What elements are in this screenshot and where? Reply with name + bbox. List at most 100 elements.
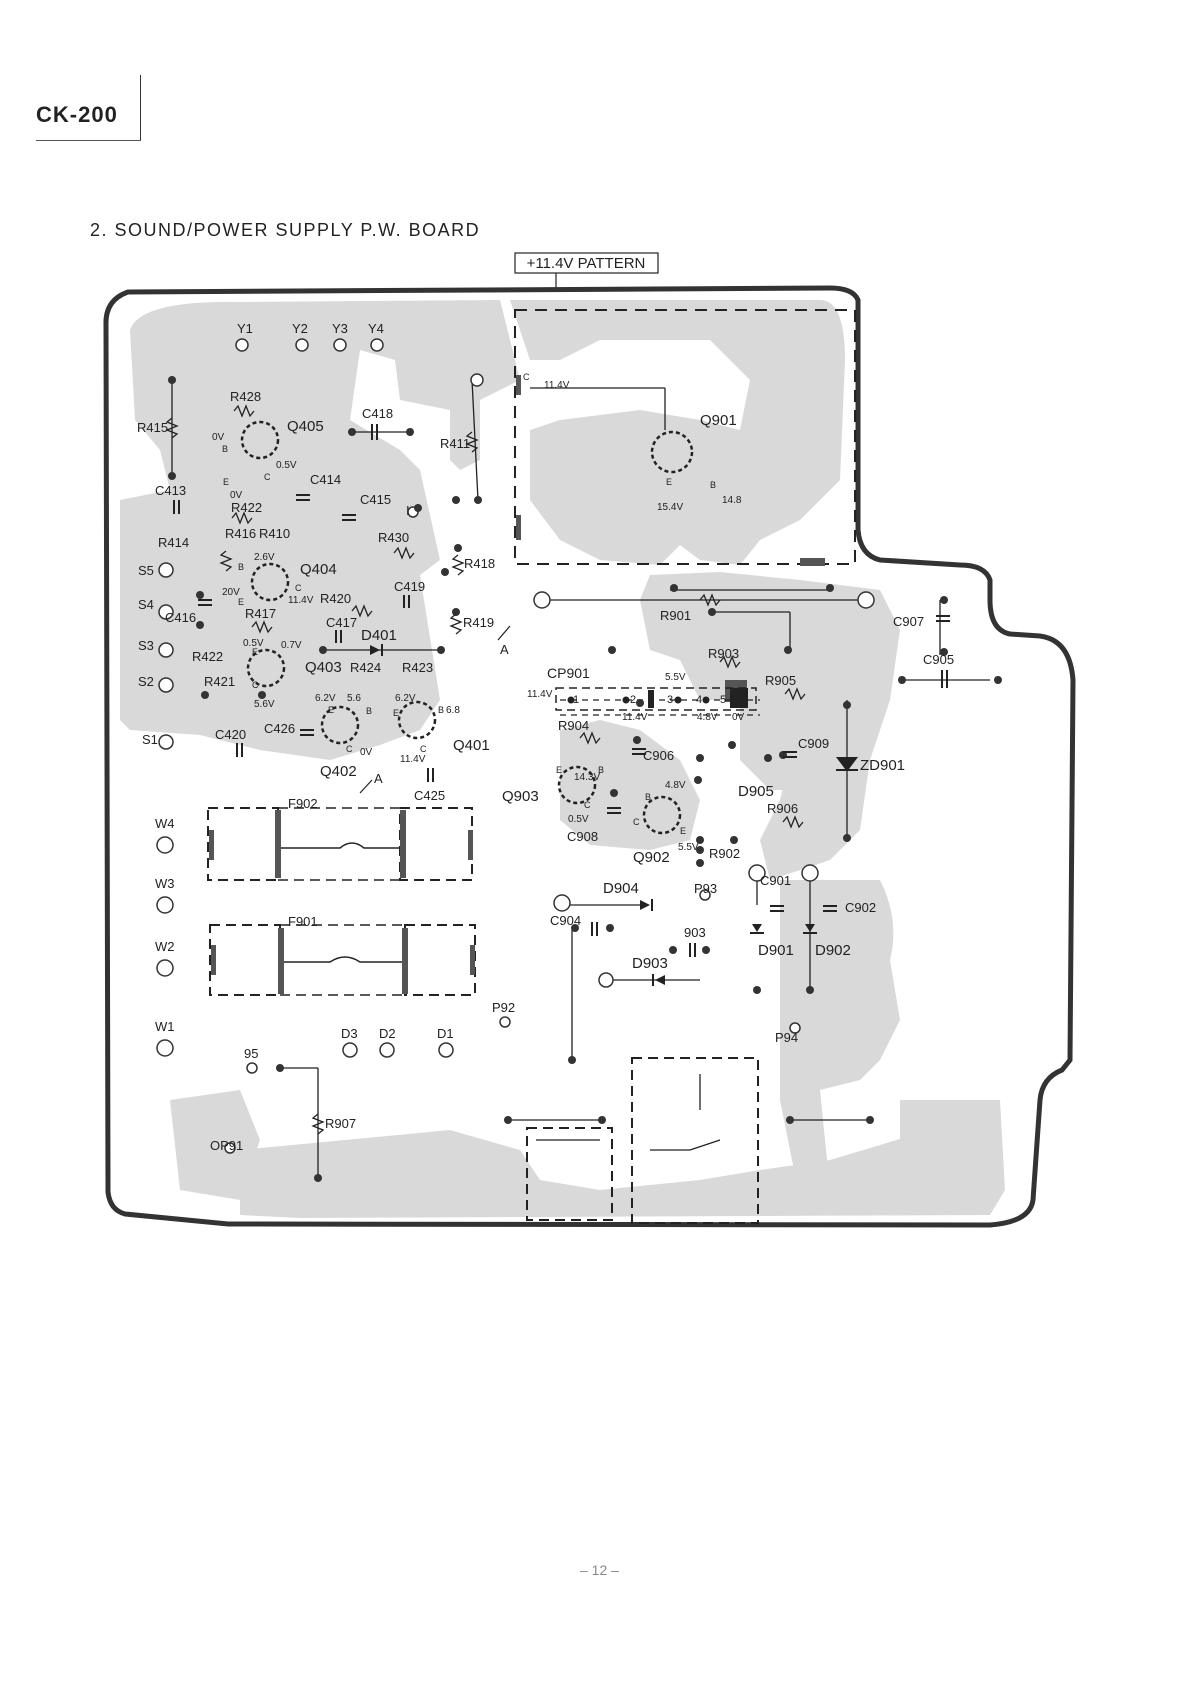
pad-y1: Y1 [237,321,253,336]
pad-w1: W1 [155,1019,175,1034]
c413-label: C413 [155,483,186,498]
pad-p92: P92 [492,1000,515,1015]
svg-text:4.8V: 4.8V [697,712,718,723]
svg-text:0.7V: 0.7V [281,640,302,651]
r411-label: R411 [440,436,470,451]
pad-d3: D3 [341,1026,358,1041]
c420-label: C420 [215,727,246,742]
svg-text:C: C [295,583,302,593]
svg-text:0.5V: 0.5V [568,814,589,825]
svg-text:E: E [556,765,562,775]
pad-p91: OP91 [210,1138,243,1153]
svg-text:5.6: 5.6 [347,693,361,704]
d401-label: D401 [361,627,397,644]
svg-text:E: E [223,477,229,487]
q903-label: Q903 [502,788,539,805]
r422b-label: R422 [192,649,223,664]
q402-label: Q402 [320,763,357,780]
r905-label: R905 [765,673,796,688]
c414-label: C414 [310,472,341,487]
svg-text:0V: 0V [212,432,225,443]
r904-label: R904 [558,718,589,733]
r421-label: R421 [204,674,235,689]
svg-text:E: E [666,477,672,487]
c907-label: C907 [893,614,924,629]
r414-label: R414 [158,535,189,550]
svg-text:C: C [346,744,353,754]
r424-label: R424 [350,660,381,675]
svg-text:2.6V: 2.6V [254,552,275,563]
d901-label: D901 [758,942,794,959]
r415-label: R415 [137,420,168,435]
svg-text:4.8V: 4.8V [665,780,686,791]
r903-label: R903 [708,646,739,661]
c908-label: C908 [567,829,598,844]
c416-label: C416 [165,610,196,625]
svg-text:E: E [680,826,686,836]
pad-s3: S3 [138,638,154,653]
r428-label: R428 [230,389,261,404]
r422a-label: R422 [231,500,262,515]
svg-text:2: 2 [630,694,636,706]
svg-text:11.4V: 11.4V [622,712,648,723]
q901-label: Q901 [700,412,737,429]
pad-y4: Y4 [368,321,384,336]
svg-text:5.6V: 5.6V [254,699,275,710]
model-number: CK-200 [36,102,118,127]
d904-label: D904 [603,880,639,897]
svg-text:5.5V: 5.5V [665,672,686,683]
svg-text:E: E [238,597,244,607]
svg-text:15.4V: 15.4V [657,502,683,513]
zd901-label: ZD901 [860,757,905,774]
svg-text:C: C [523,372,530,382]
pad-d2: D2 [379,1026,396,1041]
r430-label: R430 [378,530,409,545]
c902-label: C902 [845,900,876,915]
svg-text:E: E [252,647,258,657]
svg-text:11.4V: 11.4V [527,689,553,700]
pad-p95: 95 [244,1046,258,1061]
c425-label: C425 [414,788,445,803]
pad-y3: Y3 [332,321,348,336]
f901-label: F901 [288,914,318,929]
svg-text:B: B [598,765,604,775]
svg-text:6.2V: 6.2V [395,693,416,704]
pattern-label-box [514,252,659,274]
c417-label: C417 [326,615,357,630]
svg-text:C: C [264,472,271,482]
svg-text:E: E [328,705,334,715]
r907-label: R907 [325,1116,356,1131]
svg-text:0V: 0V [230,490,243,501]
svg-text:B: B [366,706,372,716]
r416-label: R416 [225,526,256,541]
svg-text:6.8: 6.8 [446,705,460,716]
c905-label: C905 [923,652,954,667]
svg-text:11.4V: 11.4V [288,595,314,606]
c909-label: C909 [798,736,829,751]
cp901-pins: 1 2 3 4 5 [573,694,726,706]
marker-a-2: A [374,771,383,786]
c903-label: 903 [684,925,706,940]
svg-text:14.3V: 14.3V [574,772,600,783]
pad-s2: S2 [138,674,154,689]
svg-text:0.5V: 0.5V [243,638,264,649]
svg-text:B: B [438,705,444,715]
q403-label: Q403 [305,659,342,676]
svg-text:5: 5 [720,694,726,706]
r418-label: R418 [464,556,495,571]
svg-text:0V: 0V [732,712,745,723]
pad-d1: D1 [437,1026,454,1041]
svg-text:20V: 20V [222,587,240,598]
svg-text:6.2V: 6.2V [315,693,336,704]
page-number: – 12 – [580,1562,619,1578]
c418-label: C418 [362,406,393,421]
svg-text:11.4V: 11.4V [400,754,426,765]
svg-text:C: C [584,800,591,810]
r902-label: R902 [709,846,740,861]
d905-label: D905 [738,783,774,800]
q404-label: Q404 [300,561,337,578]
header-divider [140,75,141,140]
svg-text:B: B [222,444,228,454]
svg-text:3: 3 [667,694,673,706]
r420-label: R420 [320,591,351,606]
